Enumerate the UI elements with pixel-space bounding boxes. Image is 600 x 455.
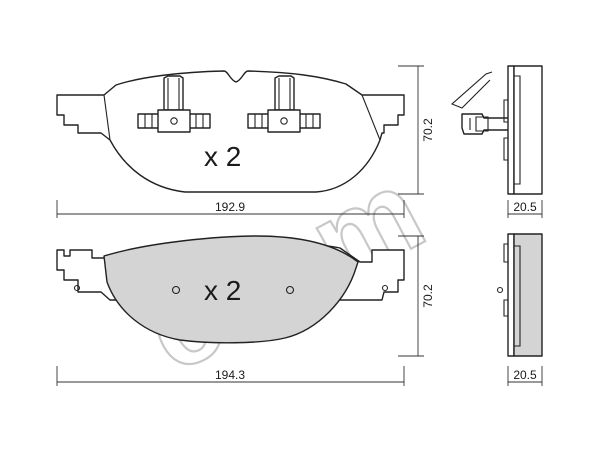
bottom-pad-thickness-dimension: 20.5	[507, 366, 543, 386]
top-pad-side-profile	[450, 65, 543, 195]
bottom-pad-left-hole	[171, 285, 181, 295]
bottom-pad-thickness-label: 20.5	[513, 368, 537, 382]
bottom-pad-height-label: 70.2	[421, 284, 435, 308]
top-pad-quantity: x 2	[204, 141, 241, 172]
bottom-pad-width-label: 194.3	[215, 368, 245, 382]
top-pad-right-edge	[361, 94, 381, 141]
top-pad-left-clip	[137, 75, 211, 133]
bottom-pad-friction-face: x 2	[56, 235, 405, 344]
top-pad-thickness-label: 20.5	[513, 200, 537, 214]
top-pad-height-label: 70.2	[421, 118, 435, 142]
wear-sensor-wire	[450, 71, 493, 109]
bottom-pad-quantity: x 2	[204, 275, 241, 306]
top-pad-backplate: x 2	[56, 70, 405, 193]
top-pad-width-label: 192.9	[215, 200, 245, 214]
bottom-pad-width-dimension: 194.3	[56, 366, 405, 386]
top-pad-height-dimension: 70.2	[398, 65, 435, 195]
top-pad-right-clip	[247, 75, 321, 133]
bottom-pad-friction-material	[103, 235, 359, 344]
bottom-pad-right-hole	[285, 285, 295, 295]
top-pad-width-dimension: 192.9	[56, 200, 405, 218]
top-pad-outline	[56, 70, 405, 193]
top-pad-left-edge	[103, 94, 111, 141]
top-pad-thickness-dimension: 20.5	[507, 200, 543, 218]
bottom-pad-height-dimension: 70.2	[398, 235, 435, 357]
wear-sensor-connector	[461, 113, 511, 135]
bottom-pad-side-profile	[496, 233, 543, 357]
